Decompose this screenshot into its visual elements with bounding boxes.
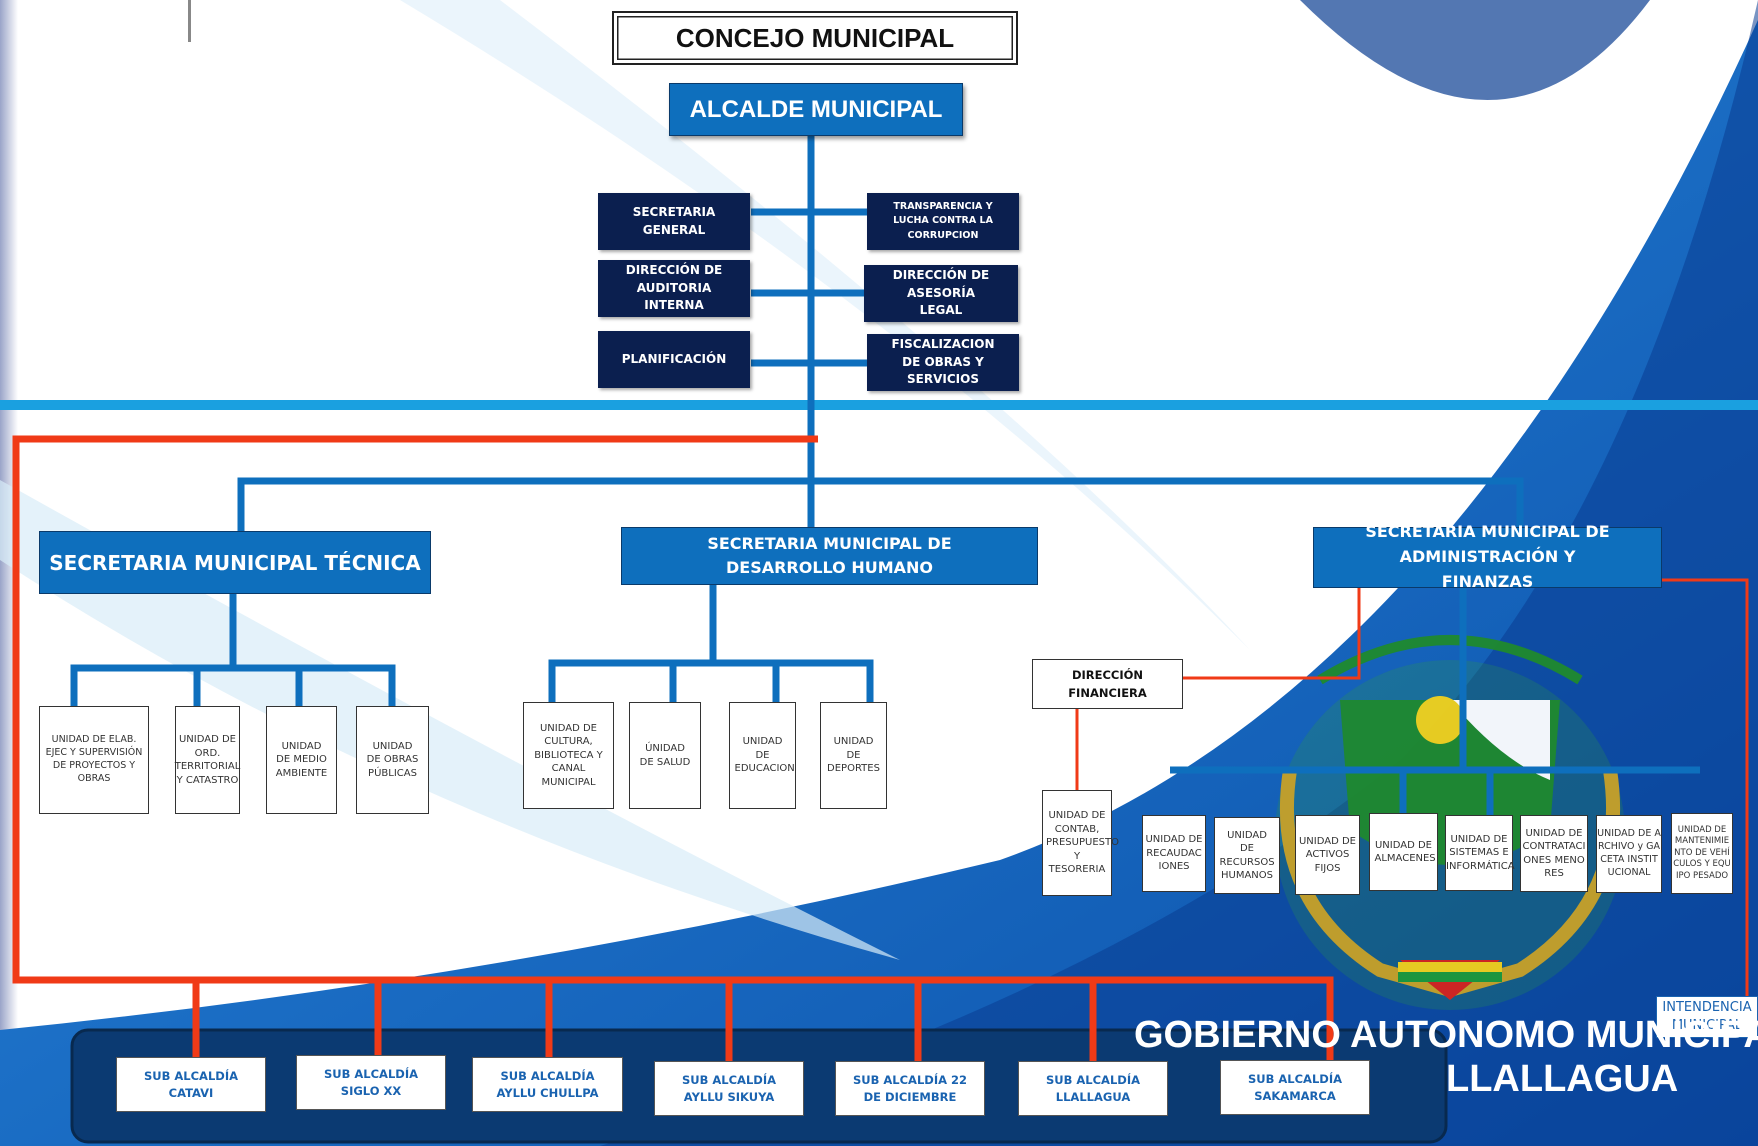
unit-label: ÚNIDAD DE SALUD <box>639 743 691 768</box>
sub-alcaldia-label: SUB ALCALDÍA SAKAMARCA <box>1247 1071 1342 1103</box>
staff-label: PLANIFICACIÓN <box>621 351 727 366</box>
secretaria-administracion-box: SECRETARIA MUNICIPAL DE ADMINISTRACIÓN Y… <box>1313 522 1662 591</box>
secretaria-desarrollo-box: SECRETARIA MUNICIPAL DE DESARROLLO HUMAN… <box>621 527 1038 585</box>
unit-admin-mantenimiento: UNIDAD DE MANTENIMIENTO DE VEHÍCULOS Y E… <box>1671 813 1733 894</box>
gobierno-municipal-title: GOBIERNO AUTONOMO MUNICIPAL <box>1134 1014 1758 1056</box>
sub-alcaldia-22-de-diciembre: SUB ALCALDÍA 22 DE DICIEMBRE <box>835 1061 985 1116</box>
unit-admin-contabilidad: UNIDAD DE CONTAB, PRESUPUESTO Y TESORERI… <box>1042 790 1119 896</box>
unit-tecnica-medio-ambiente: UNIDAD DE MEDIO AMBIENTE <box>266 706 337 814</box>
unit-label: UNIDAD DE ELAB. EJEC Y SUPERVISIÓN DE PR… <box>45 734 143 784</box>
sub-alcaldia-ayllu-sikuya: SUB ALCALDÍA AYLLU SIKUYA <box>654 1061 804 1116</box>
unit-admin-contrataciones: UNIDAD DE CONTRATACIONES MENORES <box>1520 815 1588 892</box>
unit-desarrollo-deportes: UNIDAD DE DEPORTES <box>820 702 887 809</box>
intendencia-label: INTENDENCIA MUNICIPAL <box>1662 999 1752 1033</box>
unit-label: UNIDAD DE CONTAB, PRESUPUESTO Y TESORERI… <box>1046 810 1119 876</box>
unit-label: UNIDAD DE ACTIVOS FIJOS <box>1298 835 1356 874</box>
unit-label: UNIDAD DE CULTURA, BIBLIOTECA Y CANAL MU… <box>534 722 603 788</box>
sub-alcaldia-label: SUB ALCALDÍA 22 DE DICIEMBRE <box>852 1072 968 1104</box>
unit-admin-almacenes: UNIDAD DE ALMACENES <box>1369 813 1438 891</box>
gobierno-municipal-city: LLALLAGUA <box>1446 1058 1679 1100</box>
unit-desarrollo-cultura: UNIDAD DE CULTURA, BIBLIOTECA Y CANAL MU… <box>523 702 614 809</box>
sub-alcaldia-catavi: SUB ALCALDÍA CATAVI <box>116 1057 266 1112</box>
staff-label: DIRECCIÓN DE ASESORÍA LEGAL <box>892 268 990 318</box>
staff-label: FISCALIZACION DE OBRAS Y SERVICIOS <box>891 337 995 387</box>
unit-tecnica-proyectos: UNIDAD DE ELAB. EJEC Y SUPERVISIÓN DE PR… <box>39 706 149 814</box>
unit-tecnica-catastro: UNIDAD DE ORD. TERRITORIAL Y CATASTRO <box>175 706 240 814</box>
intendencia-municipal-box: INTENDENCIA MUNICIPAL <box>1656 996 1758 1038</box>
alcalde-municipal-label: ALCALDE MUNICIPAL <box>689 95 943 123</box>
sub-alcaldia-label: SUB ALCALDÍA LLALLAGUA <box>1045 1072 1140 1104</box>
unit-label: UNIDAD DE RECAUDACIONES <box>1145 834 1203 873</box>
staff-auditoria-interna: DIRECCIÓN DE AUDITORIA INTERNA <box>598 260 750 317</box>
unit-label: UNIDAD DE OBRAS PÚBLICAS <box>366 740 419 779</box>
sub-alcaldia-label: SUB ALCALDÍA AYLLU SIKUYA <box>681 1072 776 1104</box>
secretaria-administracion-label: SECRETARIA MUNICIPAL DE ADMINISTRACIÓN Y… <box>1365 522 1610 591</box>
unit-label: UNIDAD DE MANTENIMIENTO DE VEHÍCULOS Y E… <box>1673 824 1731 881</box>
direccion-financiera-box: DIRECCIÓN FINANCIERA <box>1032 659 1183 709</box>
unit-label: UNIDAD DE DEPORTES <box>827 736 880 775</box>
secretaria-tecnica-box: SECRETARIA MUNICIPAL TÉCNICA <box>39 531 431 594</box>
unit-label: UNIDAD DE MEDIO AMBIENTE <box>275 740 328 779</box>
sub-alcaldia-label: SUB ALCALDÍA CATAVI <box>143 1068 238 1100</box>
unit-tecnica-obras-publicas: UNIDAD DE OBRAS PÚBLICAS <box>356 706 429 814</box>
unit-admin-rrhh: UNIDAD DE RECURSOS HUMANOS <box>1214 817 1280 894</box>
unit-desarrollo-salud: ÚNIDAD DE SALUD <box>629 702 701 809</box>
staff-label: DIRECCIÓN DE AUDITORIA INTERNA <box>625 263 723 313</box>
staff-planificacion: PLANIFICACIÓN <box>598 331 750 388</box>
unit-admin-archivo: UNIDAD DE ARCHIVO y GACETA INSTITUCIONAL <box>1596 815 1662 893</box>
sub-alcaldia-sakamarca: SUB ALCALDÍA SAKAMARCA <box>1220 1060 1370 1115</box>
unit-label: UNIDAD DE ALMACENES <box>1374 839 1436 865</box>
unit-label: UNIDAD DE EDUCACION <box>734 736 795 775</box>
unit-admin-activos-fijos: UNIDAD DE ACTIVOS FIJOS <box>1295 815 1360 895</box>
staff-transparencia: TRANSPARENCIA Y LUCHA CONTRA LA CORRUPCI… <box>867 193 1019 250</box>
secretaria-desarrollo-label: SECRETARIA MUNICIPAL DE DESARROLLO HUMAN… <box>707 534 952 577</box>
alcalde-municipal-box: ALCALDE MUNICIPAL <box>669 83 963 136</box>
staff-fiscalizacion: FISCALIZACION DE OBRAS Y SERVICIOS <box>867 334 1019 391</box>
sub-alcaldia-siglo-xx: SUB ALCALDÍA SIGLO XX <box>296 1055 446 1110</box>
concejo-municipal-label: CONCEJO MUNICIPAL <box>675 22 955 53</box>
staff-asesoria-legal: DIRECCIÓN DE ASESORÍA LEGAL <box>864 265 1018 322</box>
unit-desarrollo-educacion: UNIDAD DE EDUCACION <box>729 702 796 809</box>
secretaria-tecnica-label: SECRETARIA MUNICIPAL TÉCNICA <box>49 550 421 575</box>
unit-admin-recaudaciones: UNIDAD DE RECAUDACIONES <box>1142 815 1206 892</box>
sub-alcaldia-llallagua: SUB ALCALDÍA LLALLAGUA <box>1018 1061 1168 1116</box>
direccion-financiera-label: DIRECCIÓN FINANCIERA <box>1068 667 1147 700</box>
unit-label: UNIDAD DE ORD. TERRITORIAL Y CATASTRO <box>174 734 241 786</box>
staff-secretaria-general: SECRETARIA GENERAL <box>598 193 750 250</box>
staff-label: SECRETARIA GENERAL <box>632 205 716 237</box>
unit-label: UNIDAD DE SISTEMAS E INFORMÁTICA <box>1446 833 1515 872</box>
unit-admin-sistemas: UNIDAD DE SISTEMAS E INFORMÁTICA <box>1445 815 1515 891</box>
sub-alcaldia-ayllu-chullpa: SUB ALCALDÍA AYLLU CHULLPA <box>472 1057 623 1112</box>
sub-alcaldia-label: SUB ALCALDÍA AYLLU CHULLPA <box>496 1068 599 1100</box>
sub-alcaldia-label: SUB ALCALDÍA SIGLO XX <box>323 1066 418 1098</box>
unit-label: UNIDAD DE RECURSOS HUMANOS <box>1219 829 1275 882</box>
concejo-municipal-box: CONCEJO MUNICIPAL <box>612 11 1018 65</box>
staff-label: TRANSPARENCIA Y LUCHA CONTRA LA CORRUPCI… <box>893 201 993 241</box>
unit-label: UNIDAD DE CONTRATACIONES MENORES <box>1522 827 1586 880</box>
unit-label: UNIDAD DE ARCHIVO y GACETA INSTITUCIONAL <box>1597 828 1661 878</box>
